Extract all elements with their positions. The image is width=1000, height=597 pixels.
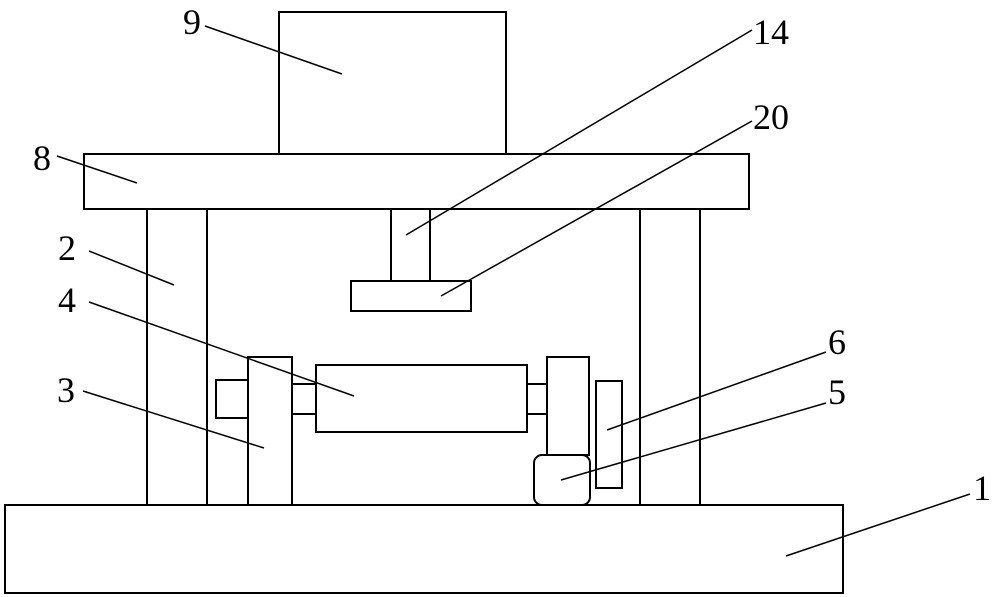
transmission-belt [596,381,622,488]
right-support [547,357,589,455]
label-20: 20 [753,97,789,137]
right-shaft [527,384,547,414]
right-column [640,209,700,505]
label-6: 6 [828,322,846,362]
label-8: 8 [33,138,51,178]
left-shaft [292,384,316,414]
left-column [147,209,207,505]
label-2: 2 [58,228,76,268]
roller [316,365,527,432]
press-rod [391,209,430,281]
top-block [279,12,506,154]
left-shaft-stub [216,380,248,418]
label-5: 5 [828,372,846,412]
top-plate [84,154,749,209]
label-14: 14 [753,12,789,52]
base-plate [5,505,843,593]
press-head [351,281,471,311]
left-support [248,357,292,505]
label-4: 4 [58,280,76,320]
label-1: 1 [973,468,991,508]
label-3: 3 [57,370,75,410]
label-9: 9 [183,2,201,42]
